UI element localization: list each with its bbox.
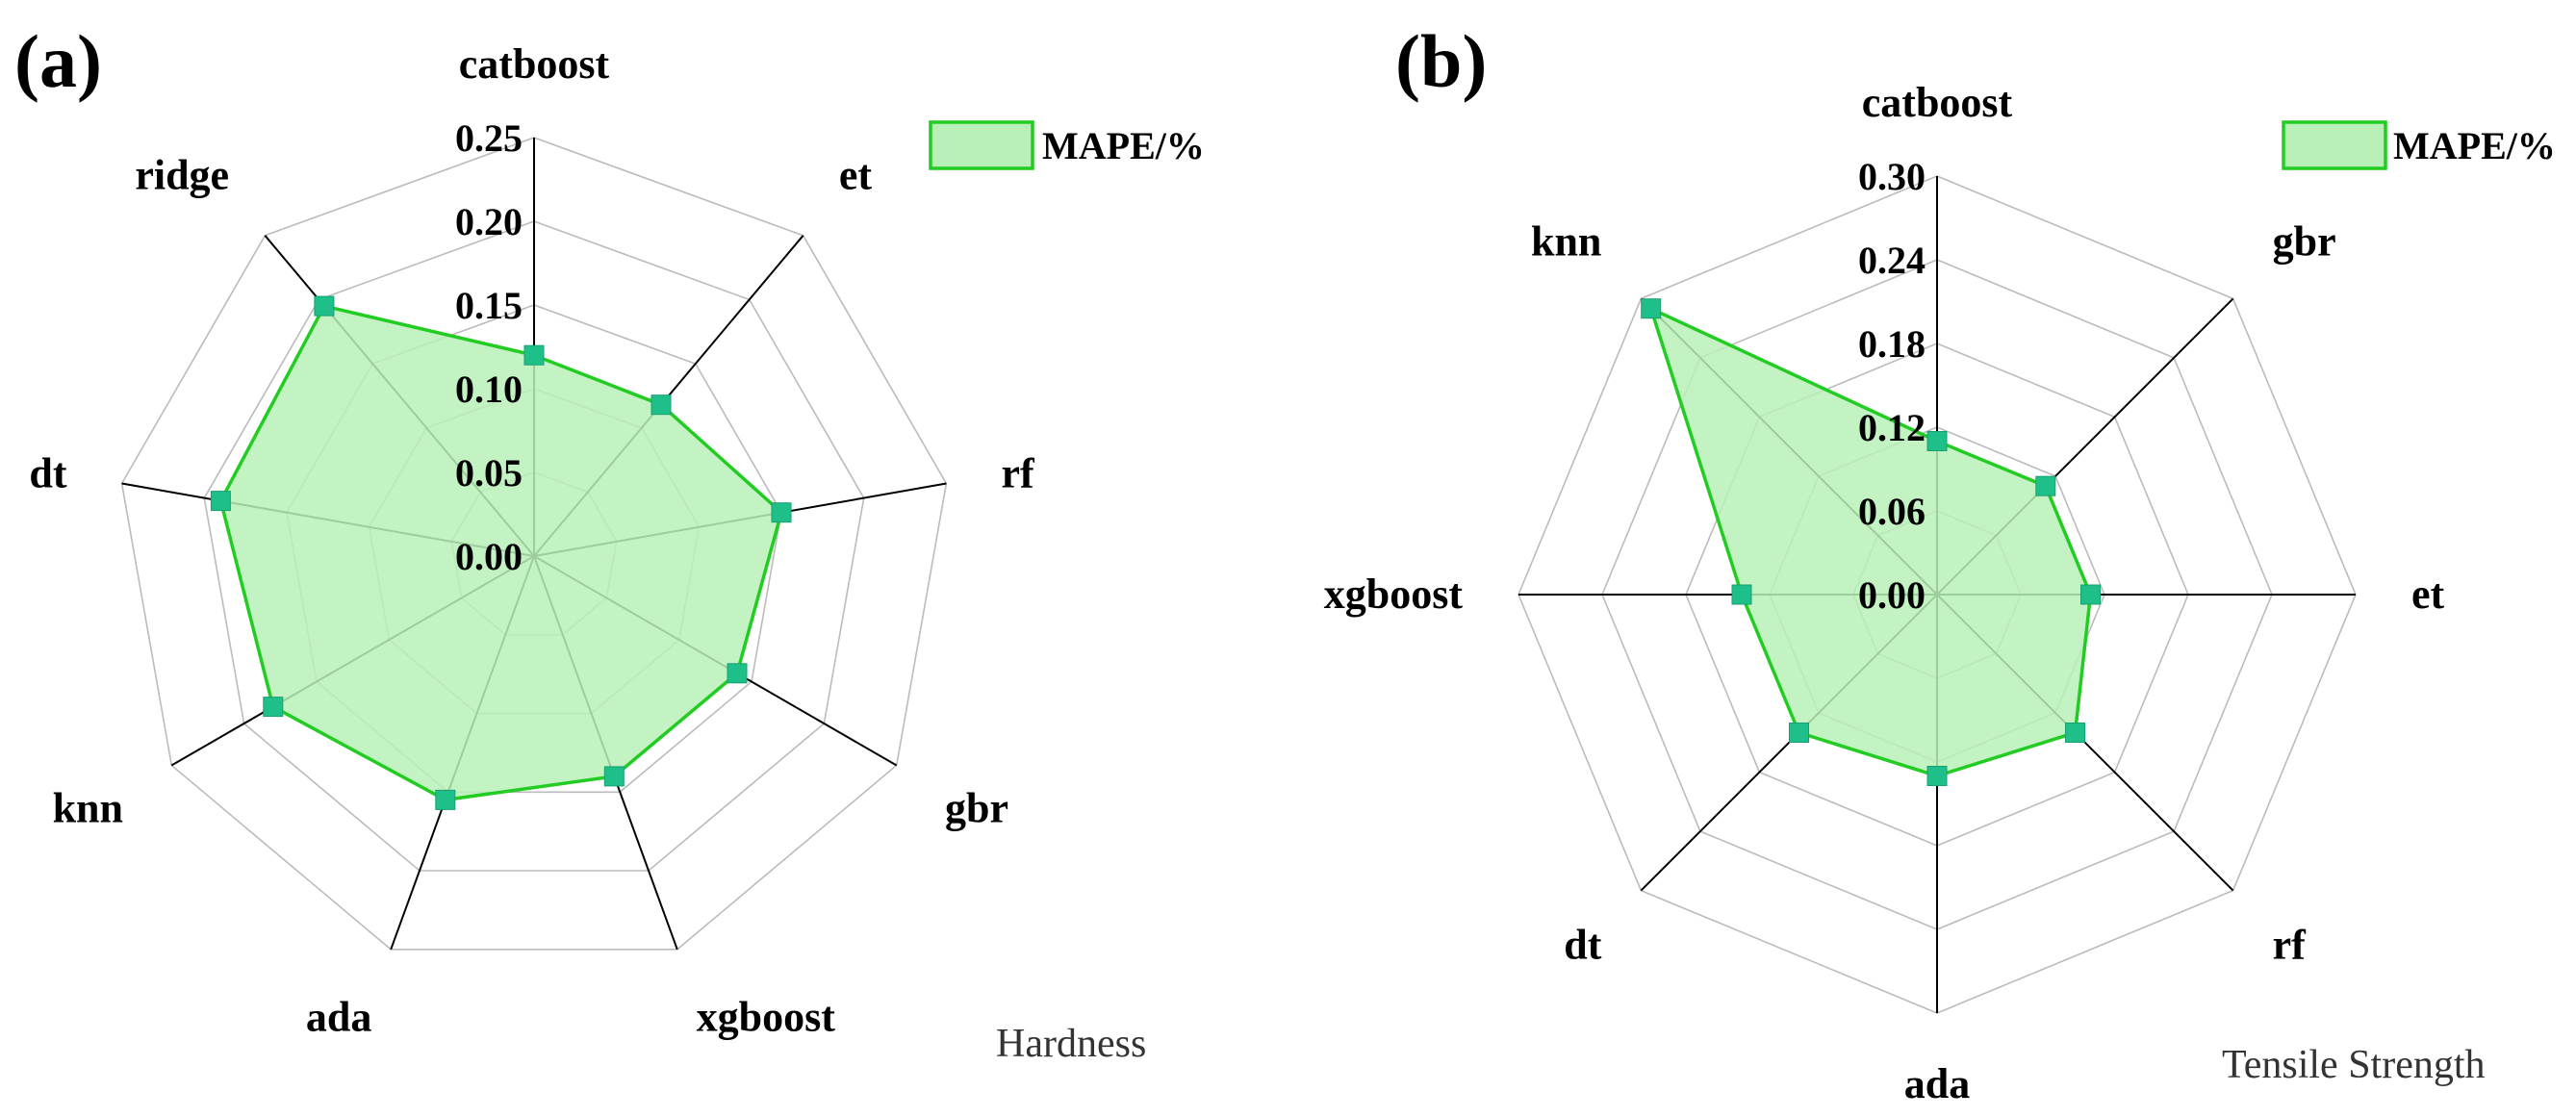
tick-label: 0.20 — [455, 200, 523, 243]
category-label-rf: rf — [1002, 449, 1036, 496]
data-point-ridge — [314, 295, 335, 317]
category-label-rf: rf — [2273, 922, 2308, 969]
radial-tick-labels: 0.00 0.06 0.12 0.18 0.24 0.30 — [1858, 155, 1926, 617]
data-point-et — [650, 394, 672, 416]
data-point-xgboost — [603, 766, 625, 787]
chart-caption-tensile-strength: Tensile Strength — [2222, 1043, 2486, 1087]
category-label-xgboost: xgboost — [697, 993, 836, 1040]
mape-series-area — [1647, 305, 2093, 778]
category-labels: catboost et rf gbr xgboost ada knn dt ridge — [29, 40, 1035, 1040]
mape-series-markers — [1641, 298, 2101, 786]
legend-label: MAPE/% — [1042, 124, 1205, 167]
category-label-ada: ada — [306, 993, 371, 1040]
data-point-dt — [1789, 723, 1809, 743]
radar-panel-tensile-strength: (b) 0.00 0.06 0.12 0.18 0.24 0.30 catboost gbr… — [1324, 19, 2556, 1107]
tick-label: 0.24 — [1858, 239, 1926, 282]
category-label-knn: knn — [53, 785, 123, 832]
tick-label: 0.05 — [455, 451, 523, 495]
category-label-gbr: gbr — [945, 785, 1008, 832]
tick-label: 0.15 — [455, 284, 523, 327]
tick-label: 0.00 — [455, 535, 523, 578]
chart-caption-hardness: Hardness — [996, 1022, 1146, 1066]
data-point-rf — [771, 502, 792, 523]
radar-panel-hardness: (a) 0.00 0.05 0.10 0.15 0.20 0.25 catboost et r… — [14, 19, 1205, 1066]
legend-swatch — [929, 120, 1034, 170]
category-label-et: et — [839, 151, 873, 198]
grid-ring-4 — [203, 220, 865, 872]
category-labels: catboost gbr et rf ada dt xgboost knn — [1324, 79, 2445, 1107]
category-label-ada: ada — [1904, 1060, 1970, 1107]
panel-label-b: (b) — [1395, 19, 1487, 103]
category-label-knn: knn — [1531, 217, 1601, 265]
data-point-catboost — [523, 344, 545, 366]
radial-tick-labels: 0.00 0.05 0.10 0.15 0.20 0.25 — [455, 116, 523, 578]
category-label-ridge: ridge — [135, 151, 229, 198]
data-point-rf — [2065, 723, 2085, 743]
legend: MAPE/% — [2282, 120, 2556, 170]
category-label-dt: dt — [1564, 922, 1601, 969]
mape-series-area — [218, 304, 783, 802]
tick-label: 0.30 — [1858, 155, 1926, 198]
category-label-catboost: catboost — [459, 40, 610, 88]
data-point-gbr — [2035, 475, 2056, 496]
data-point-xgboost — [1731, 584, 1752, 605]
data-point-et — [2080, 584, 2101, 605]
mape-series-markers — [210, 295, 792, 810]
tick-label: 0.06 — [1858, 490, 1926, 533]
tick-label: 0.00 — [1858, 573, 1926, 617]
data-point-ada — [435, 789, 456, 810]
mape-area-polygon — [218, 304, 783, 802]
category-label-dt: dt — [29, 449, 66, 496]
category-label-gbr: gbr — [2273, 217, 2336, 265]
category-label-xgboost: xgboost — [1324, 571, 1464, 618]
data-point-knn — [263, 697, 284, 718]
tick-label: 0.18 — [1858, 322, 1926, 366]
panel-label-a: (a) — [14, 19, 102, 103]
data-point-gbr — [727, 663, 748, 684]
tick-label: 0.25 — [455, 116, 523, 160]
mape-area-polygon — [1647, 305, 2093, 778]
data-point-ada — [1926, 766, 1948, 786]
tick-label: 0.10 — [455, 368, 523, 411]
grid-ring-5 — [120, 137, 948, 951]
legend-swatch — [2282, 120, 2387, 170]
legend: MAPE/% — [929, 120, 1205, 170]
tick-label: 0.12 — [1858, 406, 1926, 449]
category-label-et: et — [2411, 571, 2445, 618]
data-point-catboost — [1926, 431, 1948, 451]
data-point-dt — [210, 491, 231, 512]
legend-label: MAPE/% — [2393, 124, 2556, 167]
category-label-catboost: catboost — [1862, 79, 2013, 126]
data-point-knn — [1641, 298, 1662, 319]
